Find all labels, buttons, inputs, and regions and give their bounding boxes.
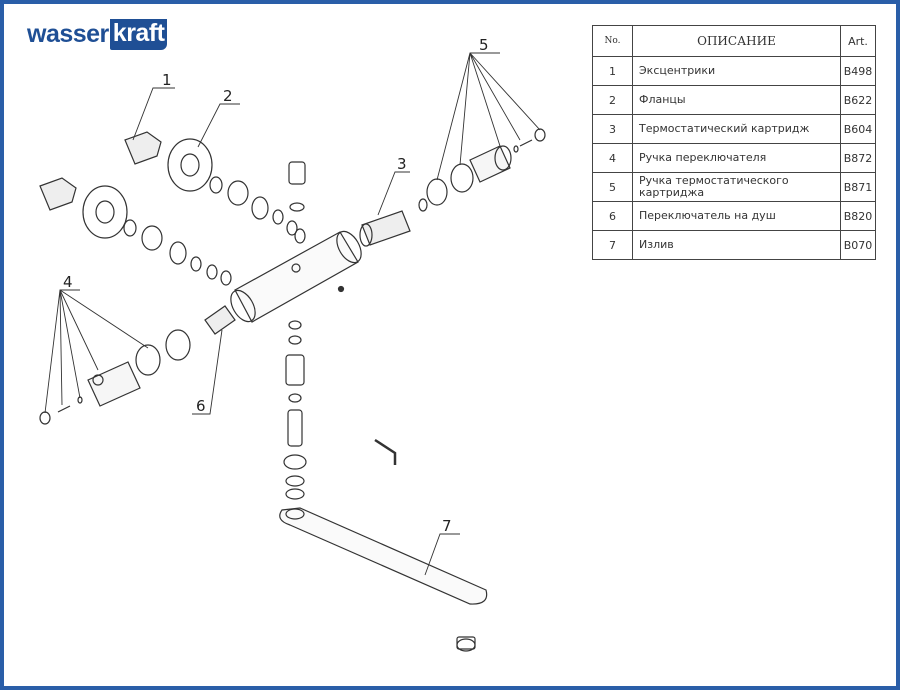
callout-1: 1 xyxy=(162,71,172,89)
fittings-rings xyxy=(123,161,345,293)
callout-2: 2 xyxy=(223,87,233,105)
row-description: Термостатический картридж xyxy=(632,114,841,144)
header-description: ОПИСАНИЕ xyxy=(632,25,841,57)
spout xyxy=(279,507,488,652)
row-art: B871 xyxy=(840,172,876,202)
row-description: Переключатель на душ xyxy=(632,201,841,231)
row-art: B622 xyxy=(840,85,876,115)
shower-switch xyxy=(165,305,236,361)
hex-key xyxy=(374,438,397,465)
callout-3: 3 xyxy=(397,155,407,173)
row-description: Ручка переключателя xyxy=(632,143,841,173)
switch-handle xyxy=(39,344,161,425)
callout-leaders xyxy=(44,52,541,576)
row-no: 5 xyxy=(592,172,633,202)
logo-text-kraft: kraft xyxy=(109,18,168,50)
callout-labels: 1 2 3 4 5 6 7 xyxy=(63,36,489,535)
row-art: B070 xyxy=(840,230,876,260)
row-no: 2 xyxy=(592,85,633,115)
thermostatic-handle xyxy=(426,128,546,206)
thermostatic-cartridge xyxy=(359,198,428,247)
callout-6: 6 xyxy=(196,397,206,415)
callout-5: 5 xyxy=(479,36,489,54)
flanges xyxy=(82,138,213,239)
callout-7: 7 xyxy=(442,517,452,535)
mixer-body xyxy=(230,230,362,323)
callout-4: 4 xyxy=(63,273,73,291)
row-art: B498 xyxy=(840,56,876,86)
row-art: B604 xyxy=(840,114,876,144)
logo-text-wasser: wasser xyxy=(27,19,109,48)
spout-connection-parts xyxy=(283,320,307,500)
row-no: 1 xyxy=(592,56,633,86)
row-description: Ручка термостатического картриджа xyxy=(632,172,841,202)
row-art: B872 xyxy=(840,143,876,173)
eccentrics xyxy=(39,131,162,211)
